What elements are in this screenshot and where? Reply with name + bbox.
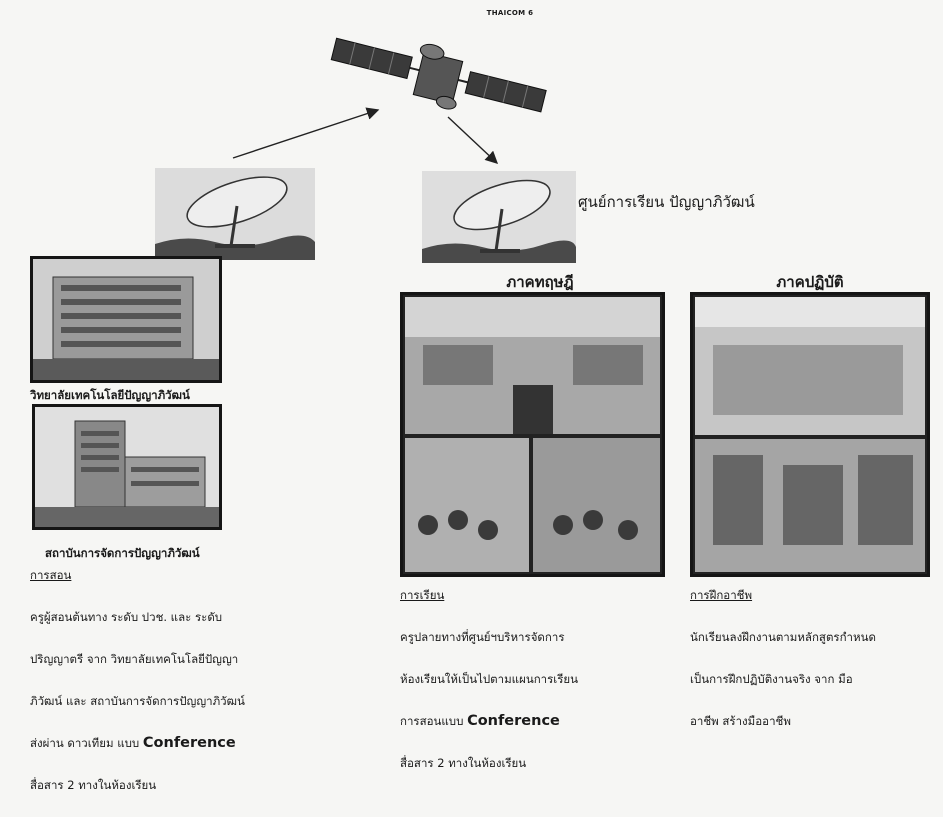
college-photo xyxy=(30,256,222,383)
theory-text: ครูปลายทางที่ศูนย์ฯบริหารจัดการ ห้องเรีย… xyxy=(400,606,685,795)
satellite-image xyxy=(330,37,547,113)
transmit-dish-image xyxy=(155,168,315,260)
theory-line-3: การสอนแบบ Conference xyxy=(400,713,560,729)
theory-section-title: การเรียน xyxy=(400,588,445,602)
center-title: ศูนย์การเรียน ปัญญาภิวัฒน์ xyxy=(578,193,755,211)
satellite-label: THAICOM 6 xyxy=(486,9,534,17)
practice-line-1: นักเรียนลงฝึกงานตามหลักสูตรกำหนด xyxy=(690,630,876,644)
conference-word: Conference xyxy=(467,713,560,729)
practice-text: นักเรียนลงฝึกงานตามหลักสูตรกำหนด เป็นการ… xyxy=(690,606,940,753)
teaching-line-5: สื่อสาร 2 ทางในห้องเรียน xyxy=(30,778,157,792)
institute-caption: สถาบันการจัดการปัญญาภิวัฒน์ xyxy=(45,546,200,560)
uplink-arrow xyxy=(232,107,380,159)
practice-section-title: การฝึกอาชีพ xyxy=(690,588,753,602)
college-caption: วิทยาลัยเทคโนโลยีปัญญาภิวัฒน์ xyxy=(30,388,190,402)
teaching-line-1: ครูผู้สอนต้นทาง ระดับ ปวช. และ ระดับ xyxy=(30,610,223,624)
theory-line-2: ห้องเรียนให้เป็นไปตามแผนการเรียน xyxy=(400,672,579,686)
theory-heading: ภาคทฤษฎี xyxy=(506,273,574,291)
practice-heading: ภาคปฏิบัติ xyxy=(776,273,844,291)
practice-photo-collage xyxy=(690,292,930,577)
institute-photo xyxy=(32,404,222,530)
conference-word: Conference xyxy=(142,735,236,751)
teaching-section-title: การสอน xyxy=(30,568,72,582)
practice-line-3: อาชีพ สร้างมืออาชีพ xyxy=(690,714,791,728)
theory-photo-collage xyxy=(400,292,665,577)
connection-arrows xyxy=(232,107,499,164)
practice-line-2: เป็นการฝึกปฏิบัติงานจริง จาก มือ xyxy=(690,672,853,686)
teaching-text: ครูผู้สอนต้นทาง ระดับ ปวช. และ ระดับ ปริ… xyxy=(30,586,370,817)
theory-line-1: ครูปลายทางที่ศูนย์ฯบริหารจัดการ xyxy=(400,630,565,644)
downlink-arrow xyxy=(447,116,499,164)
teaching-line-3: ภิวัฒน์ และ สถาบันการจัดการปัญญาภิวัฒน์ xyxy=(30,694,245,708)
receive-dish-image xyxy=(422,171,576,263)
teaching-line-2: ปริญญาตรี จาก วิทยาลัยเทคโนโลยีปัญญา xyxy=(30,652,239,666)
theory-line-4: สื่อสาร 2 ทางในห้องเรียน xyxy=(400,756,527,770)
teaching-line-4: ส่งผ่าน ดาวเทียม แบบ Conference xyxy=(30,735,236,751)
